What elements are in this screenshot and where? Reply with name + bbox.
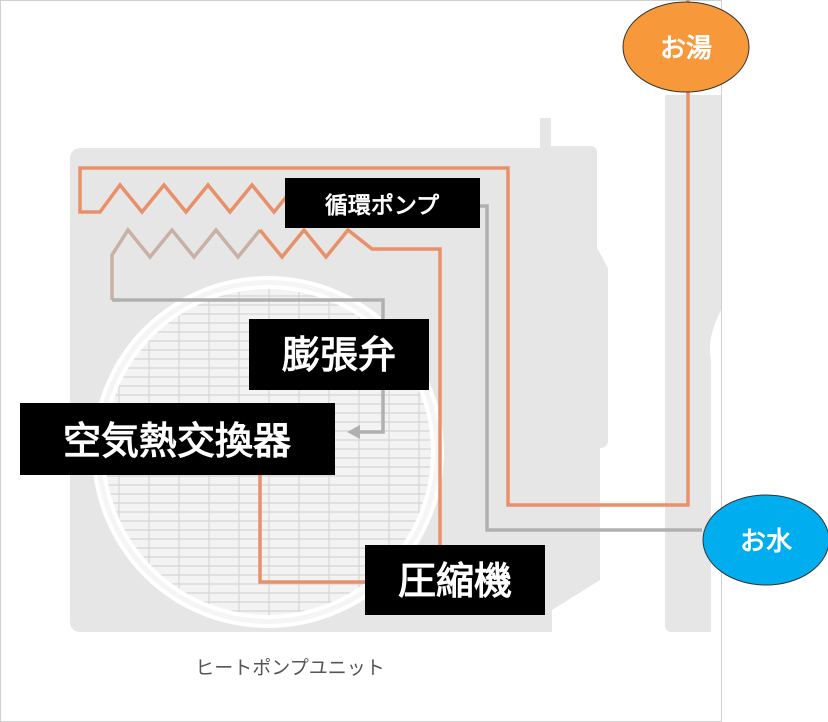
hot-water-badge: お湯: [622, 1, 750, 93]
compressor-label: 圧縮機: [365, 545, 545, 615]
pump-label: 循環ポンプ: [285, 178, 480, 228]
flow-arrow-icon: [347, 425, 360, 439]
hot-water-pipe: [78, 0, 690, 507]
cold-water-badge: お水: [702, 494, 828, 586]
refrigerant-hot-pipe: [258, 227, 442, 548]
unit-caption: ヒートポンプユニット: [195, 657, 384, 679]
cold-water-badge-text: お水: [740, 527, 793, 557]
hot-water-badge-text: お湯: [660, 34, 712, 64]
expansion-valve-label-text: 膨張弁: [282, 333, 396, 377]
air-heat-exchanger-label: 空気熱交換器: [20, 403, 335, 475]
cold-water-pipe: [478, 204, 702, 532]
compressor-label-text: 圧縮機: [398, 559, 512, 603]
expansion-valve-label: 膨張弁: [249, 319, 429, 390]
pump-label-text: 循環ポンプ: [325, 192, 440, 219]
air-heat-exchanger-label-text: 空気熱交換器: [63, 419, 292, 463]
hot-water-tank: [665, 95, 721, 632]
compressor-pipe: [258, 474, 366, 584]
refrigerant-zigzag: [110, 227, 262, 300]
